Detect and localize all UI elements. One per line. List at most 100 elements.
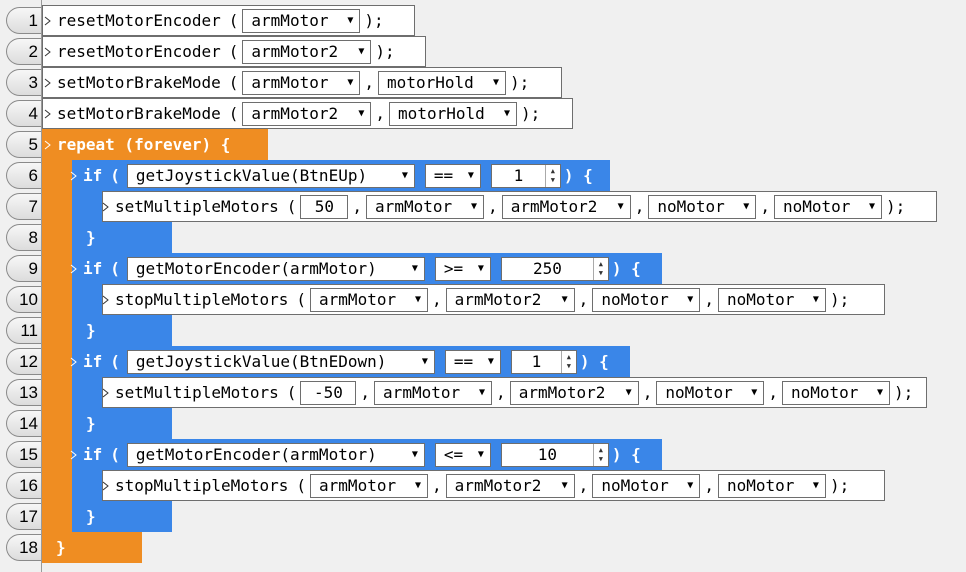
value-spinner[interactable]: 1▲▼ xyxy=(510,349,577,374)
motor-dropdown[interactable]: armMotor▼ xyxy=(242,70,361,95)
chevron-right-icon xyxy=(70,450,77,459)
motor-dropdown[interactable]: noMotor▼ xyxy=(592,473,701,498)
value-spinner[interactable]: 250▲▼ xyxy=(500,256,609,281)
motor-dropdown[interactable]: armMotor▼ xyxy=(242,8,361,33)
line-number[interactable]: 8 xyxy=(6,224,44,251)
motor-dropdown[interactable]: armMotor▼ xyxy=(310,287,429,312)
dropdown-arrow-icon: ▼ xyxy=(617,201,624,212)
line-number[interactable]: 9 xyxy=(6,255,44,282)
line-number[interactable]: 18 xyxy=(6,534,44,561)
motor-dropdown[interactable]: noMotor▼ xyxy=(773,194,882,219)
motor-dropdown[interactable]: armMotor▼ xyxy=(310,473,429,498)
spinner-arrows-icon[interactable]: ▲▼ xyxy=(560,350,576,373)
motor-dropdown[interactable]: noMotor▼ xyxy=(717,473,826,498)
chevron-right-icon xyxy=(44,109,51,118)
line-number[interactable]: 16 xyxy=(6,472,44,499)
line-13: setMultipleMotors ( -50 , armMotor▼ , ar… xyxy=(102,377,914,408)
dropdown-arrow-icon: ▼ xyxy=(561,294,568,305)
dropdown-arrow-icon: ▼ xyxy=(504,108,511,119)
sensor-dropdown[interactable]: getMotorEncoder(armMotor)▼ xyxy=(126,256,425,281)
dropdown-arrow-icon: ▼ xyxy=(477,449,484,460)
line-number[interactable]: 3 xyxy=(6,69,44,96)
dropdown-arrow-icon: ▼ xyxy=(868,201,875,212)
motor-dropdown[interactable]: noMotor▼ xyxy=(781,380,890,405)
operator-dropdown[interactable]: >=▼ xyxy=(434,256,491,281)
line-17: } xyxy=(86,501,96,532)
line-18: } xyxy=(56,532,66,563)
dropdown-arrow-icon: ▼ xyxy=(471,201,478,212)
dropdown-arrow-icon: ▼ xyxy=(358,108,365,119)
repeat-block-header[interactable] xyxy=(42,129,268,160)
speed-input[interactable]: -50 xyxy=(300,380,357,405)
line-number[interactable]: 13 xyxy=(6,379,44,406)
repeat-block-footer xyxy=(42,532,142,563)
dropdown-arrow-icon: ▼ xyxy=(421,356,428,367)
if-block-footer xyxy=(72,222,172,253)
function-name: setMultipleMotors xyxy=(115,383,279,402)
spinner-arrows-icon[interactable]: ▲▼ xyxy=(592,443,608,466)
chevron-right-icon xyxy=(102,295,109,304)
if-keyword: if xyxy=(83,166,103,185)
sensor-dropdown[interactable]: getJoystickValue(BtnEUp)▼ xyxy=(126,163,415,188)
motor-dropdown[interactable]: armMotor2▼ xyxy=(445,473,575,498)
motor-dropdown[interactable]: armMotor2▼ xyxy=(242,101,372,126)
motor-dropdown[interactable]: noMotor▼ xyxy=(648,194,757,219)
line-14: } xyxy=(86,408,96,439)
spinner-arrows-icon[interactable]: ▲▼ xyxy=(544,164,560,187)
dropdown-arrow-icon: ▼ xyxy=(477,263,484,274)
line-number[interactable]: 11 xyxy=(6,317,44,344)
line-number[interactable]: 10 xyxy=(6,286,44,313)
line-number[interactable]: 12 xyxy=(6,348,44,375)
value-spinner[interactable]: 1▲▼ xyxy=(490,163,561,188)
brake-mode-dropdown[interactable]: motorHold▼ xyxy=(378,70,507,95)
motor-dropdown[interactable]: armMotor2▼ xyxy=(445,287,575,312)
function-name: stopMultipleMotors xyxy=(115,476,289,495)
line-number[interactable]: 1 xyxy=(6,7,44,34)
sensor-dropdown[interactable]: getMotorEncoder(armMotor)▼ xyxy=(126,442,425,467)
operator-dropdown[interactable]: ==▼ xyxy=(424,163,481,188)
if-block-footer xyxy=(72,501,172,532)
line-number[interactable]: 5 xyxy=(6,131,44,158)
spinner-arrows-icon[interactable]: ▲▼ xyxy=(592,257,608,280)
line-2: resetMotorEncoder ( armMotor2▼ ); xyxy=(44,36,396,67)
speed-input[interactable]: 50 xyxy=(300,194,349,219)
motor-dropdown[interactable]: armMotor▼ xyxy=(374,380,493,405)
line-number[interactable]: 4 xyxy=(6,100,44,127)
if-block-footer xyxy=(72,408,172,439)
if-keyword: if xyxy=(83,259,103,278)
line-3: setMotorBrakeMode ( armMotor▼ , motorHol… xyxy=(44,67,530,98)
motor-dropdown[interactable]: noMotor▼ xyxy=(717,287,826,312)
motor-dropdown[interactable]: armMotor2▼ xyxy=(501,194,631,219)
repeat-keyword: repeat (forever) { xyxy=(57,135,231,154)
dropdown-arrow-icon: ▼ xyxy=(751,387,758,398)
line-number[interactable]: 2 xyxy=(6,38,44,65)
motor-dropdown[interactable]: noMotor▼ xyxy=(592,287,701,312)
motor-dropdown[interactable]: armMotor▼ xyxy=(366,194,485,219)
motor-dropdown[interactable]: noMotor▼ xyxy=(656,380,765,405)
chevron-right-icon xyxy=(44,78,51,87)
chevron-right-icon xyxy=(102,481,109,490)
value-spinner[interactable]: 10▲▼ xyxy=(500,442,609,467)
line-number[interactable]: 6 xyxy=(6,162,44,189)
operator-dropdown[interactable]: <=▼ xyxy=(434,442,491,467)
line-9: if ( getMotorEncoder(armMotor)▼ >=▼ 250▲… xyxy=(70,253,641,284)
dropdown-arrow-icon: ▼ xyxy=(347,15,354,26)
line-1: resetMotorEncoder ( armMotor▼ ); xyxy=(44,5,385,36)
motor-dropdown[interactable]: armMotor2▼ xyxy=(242,39,372,64)
line-number[interactable]: 7 xyxy=(6,193,44,220)
motor-dropdown[interactable]: armMotor2▼ xyxy=(509,380,639,405)
operator-dropdown[interactable]: ==▼ xyxy=(444,349,501,374)
line-number[interactable]: 14 xyxy=(6,410,44,437)
dropdown-arrow-icon: ▼ xyxy=(812,480,819,491)
function-name: setMotorBrakeMode xyxy=(57,73,221,92)
line-number[interactable]: 17 xyxy=(6,503,44,530)
dropdown-arrow-icon: ▼ xyxy=(743,201,750,212)
close-brace: } xyxy=(56,538,66,557)
line-number[interactable]: 15 xyxy=(6,441,44,468)
dropdown-arrow-icon: ▼ xyxy=(467,170,474,181)
sensor-dropdown[interactable]: getJoystickValue(BtnEDown)▼ xyxy=(126,349,435,374)
dropdown-arrow-icon: ▼ xyxy=(411,263,418,274)
brake-mode-dropdown[interactable]: motorHold▼ xyxy=(389,101,518,126)
close-brace: } xyxy=(86,228,96,247)
